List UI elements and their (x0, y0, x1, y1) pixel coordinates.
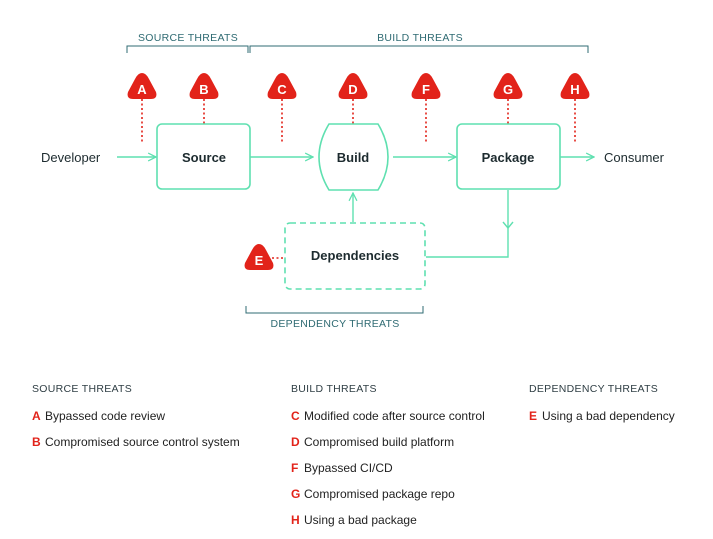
legend-text: Compromised build platform (304, 435, 455, 449)
flow-arrows (117, 157, 594, 258)
legend-item: H Using a bad package (291, 513, 485, 539)
legend-text: Using a bad package (304, 513, 417, 527)
threat-marker-b-letter: B (199, 82, 208, 97)
legend-dependency-column: DEPENDENCY THREATS E Using a bad dependen… (529, 383, 675, 435)
legend-letter: E (529, 409, 538, 423)
threat-marker-h[interactable]: H (560, 73, 590, 99)
legend-letter: H (291, 513, 300, 527)
build-node-label: Build (337, 150, 370, 165)
legend-dependency-heading: DEPENDENCY THREATS (529, 383, 659, 395)
dependencies-node-label: Dependencies (311, 248, 399, 263)
legend-item: A Bypassed code review (32, 409, 240, 435)
source-threats-bracket: SOURCE THREATS (126, 32, 249, 53)
legend-text: Compromised package repo (304, 487, 455, 501)
threat-marker-e-letter: E (255, 253, 264, 268)
source-node[interactable]: Source (156, 123, 251, 190)
source-threats-label: SOURCE THREATS (138, 32, 238, 44)
arrowhead-package-down (502, 221, 514, 230)
threat-marker-f[interactable]: F (411, 73, 441, 99)
threat-marker-d[interactable]: D (338, 73, 368, 99)
threat-marker-c-letter: C (277, 82, 287, 97)
legend-letter: C (291, 409, 300, 423)
build-node[interactable]: Build (318, 123, 389, 191)
legend-build-heading: BUILD THREATS (291, 383, 377, 395)
legend-letter: G (291, 487, 301, 501)
threat-connectors (141, 99, 576, 259)
legend-item: D Compromised build platform (291, 435, 485, 461)
threat-marker-h-letter: H (570, 82, 579, 97)
threat-marker-g-letter: G (503, 82, 513, 97)
legend-text: Bypassed CI/CD (304, 461, 393, 475)
dependency-threats-bracket: DEPENDENCY THREATS (245, 306, 424, 330)
legend-item: C Modified code after source control (291, 409, 485, 435)
dependencies-node[interactable]: Dependencies (284, 222, 426, 290)
threat-marker-f-letter: F (422, 82, 430, 97)
developer-label: Developer (41, 150, 101, 165)
legend-text: Using a bad dependency (542, 409, 675, 423)
threat-marker-a-letter: A (137, 82, 147, 97)
dependency-threats-label: DEPENDENCY THREATS (270, 318, 399, 330)
threat-marker-a[interactable]: A (127, 73, 157, 99)
legend-text: Bypassed code review (45, 409, 166, 423)
threat-marker-e[interactable]: E (244, 244, 274, 270)
legend-source-column: SOURCE THREATS A Bypassed code review B Co… (32, 383, 240, 461)
package-node-label: Package (482, 150, 535, 165)
threat-marker-b[interactable]: B (189, 73, 219, 99)
build-threats-label: BUILD THREATS (377, 32, 463, 44)
legend-source-heading: SOURCE THREATS (32, 383, 133, 395)
legend-letter: D (291, 435, 300, 449)
threat-marker-d-letter: D (348, 82, 357, 97)
source-node-label: Source (182, 150, 226, 165)
package-node[interactable]: Package (456, 123, 561, 190)
threat-marker-g[interactable]: G (493, 73, 523, 99)
legend-text: Compromised source control system (45, 435, 240, 449)
line-package-dependencies (426, 190, 509, 258)
legend-letter: F (291, 461, 299, 475)
legend-item: F Bypassed CI/CD (291, 461, 485, 487)
legend-letter: B (32, 435, 41, 449)
threat-marker-c[interactable]: C (267, 73, 297, 99)
legend-item: B Compromised source control system (32, 435, 240, 461)
legend-build-column: BUILD THREATS C Modified code after sourc… (291, 383, 485, 539)
legend-item: E Using a bad dependency (529, 409, 675, 435)
legend-text: Modified code after source control (304, 409, 485, 423)
consumer-label: Consumer (604, 150, 665, 165)
build-threats-bracket: BUILD THREATS (249, 32, 589, 53)
legend-letter: A (32, 409, 41, 423)
